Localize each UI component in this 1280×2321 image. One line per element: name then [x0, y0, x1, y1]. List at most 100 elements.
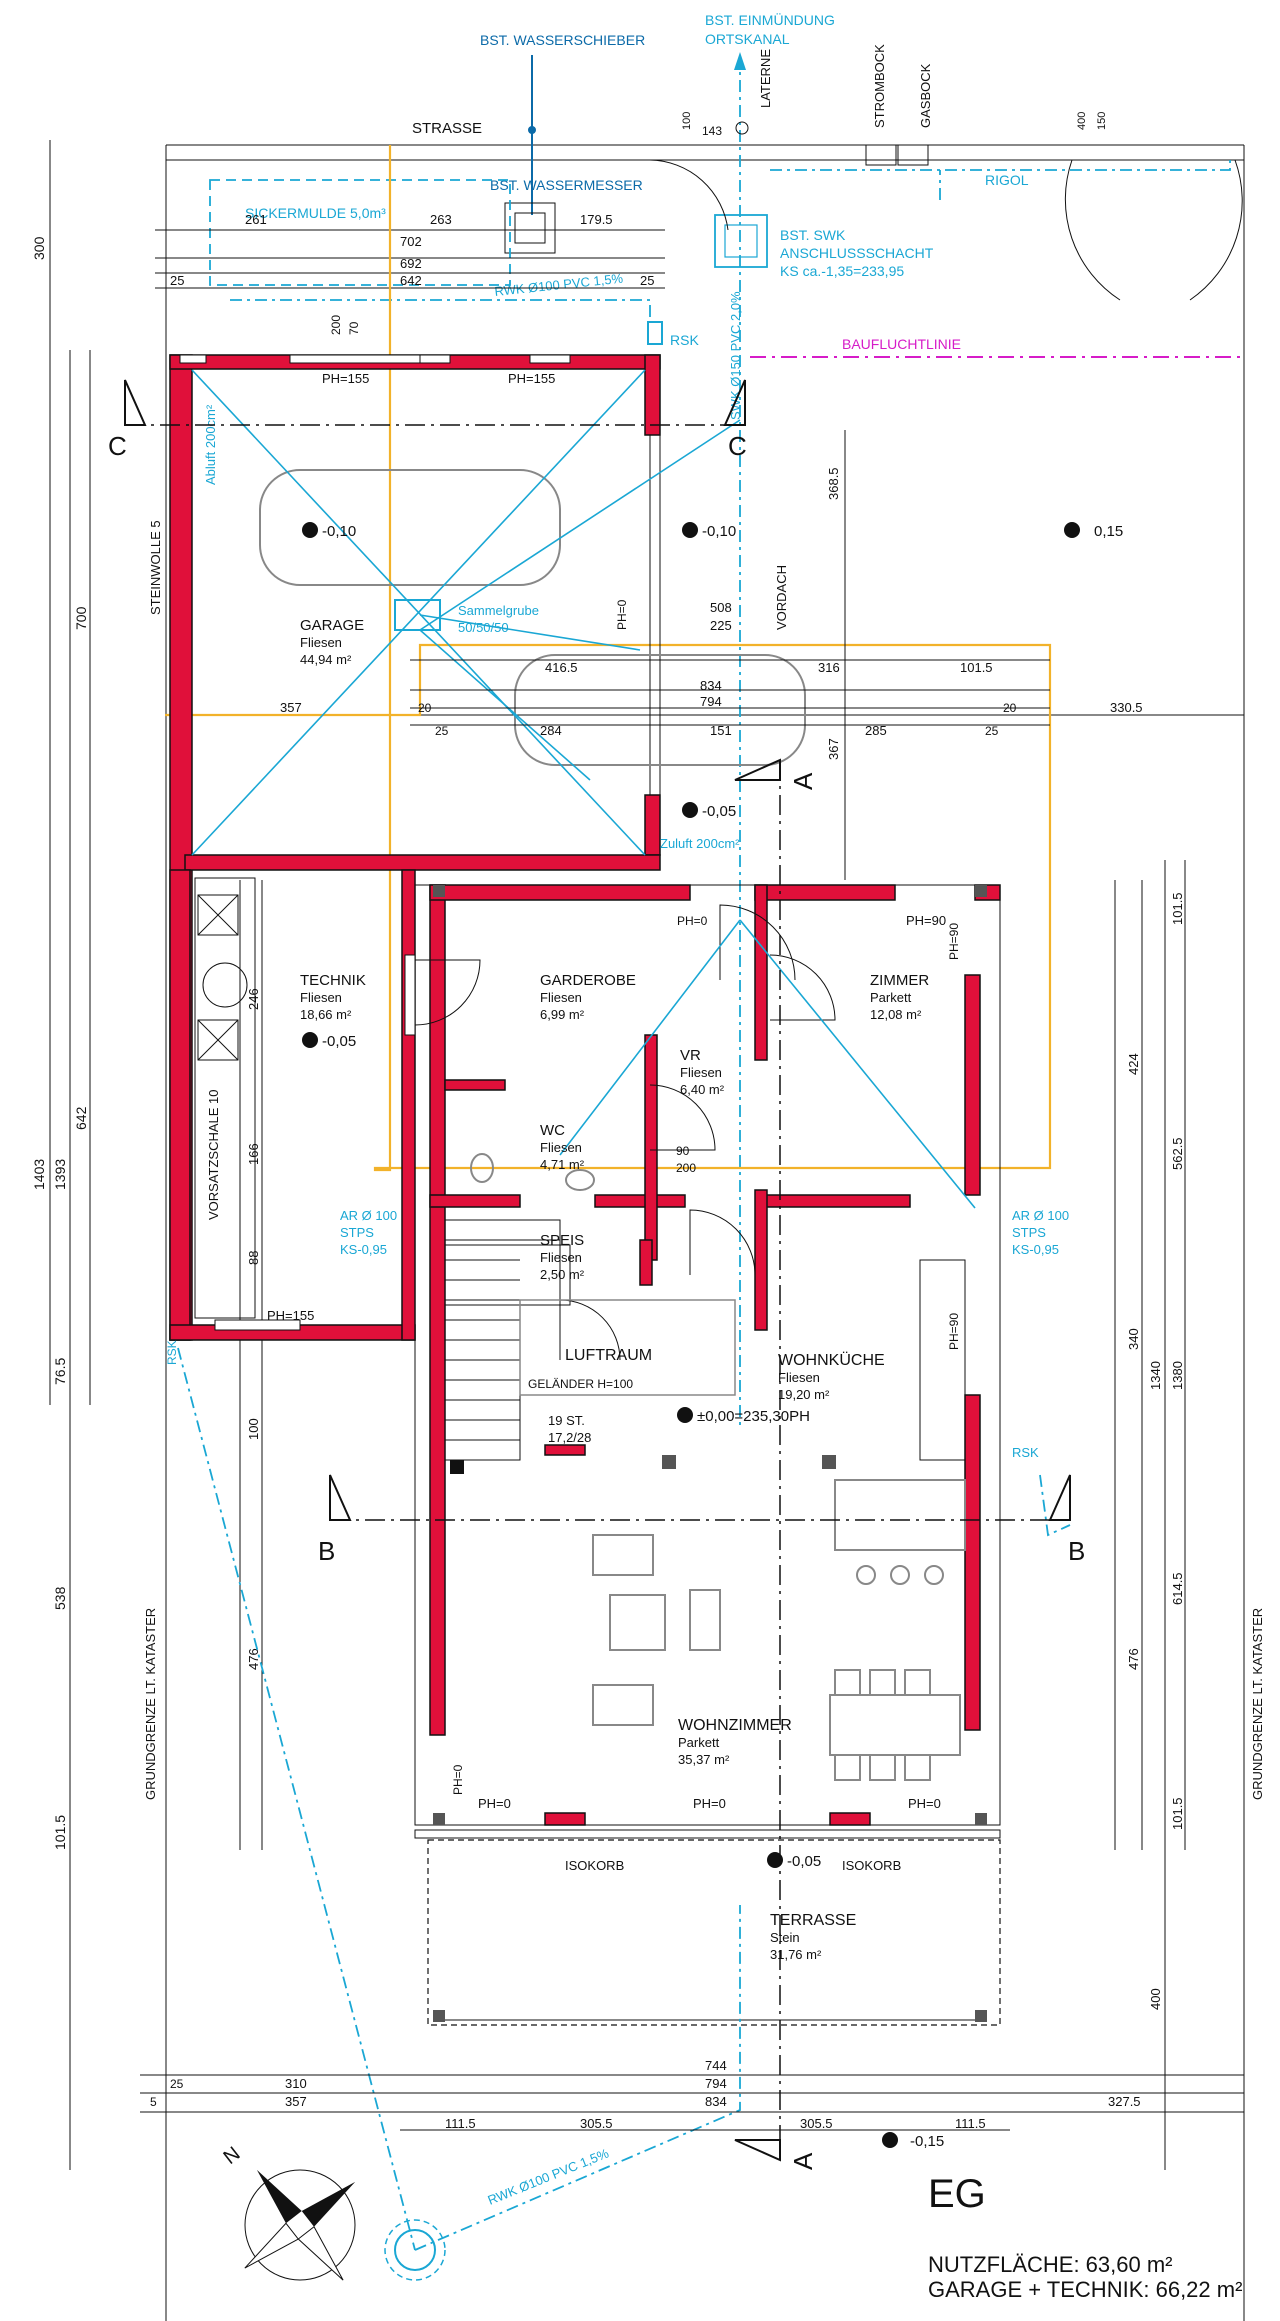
dim-794: 794: [705, 2076, 727, 2091]
room-garage-name: GARAGE: [300, 617, 364, 634]
dim-261: 261: [245, 212, 267, 227]
sammelgrube-note-1: Sammelgrube: [458, 603, 539, 618]
level-vordach: -0,10: [702, 523, 736, 540]
dim-357: 357: [285, 2094, 307, 2109]
section-a-top: A: [788, 772, 818, 790]
room-garderobe-floor: Fliesen: [540, 990, 582, 1005]
north-label: N: [220, 2143, 245, 2169]
section-c-right: C: [728, 431, 747, 461]
dim-310: 310: [285, 2076, 307, 2091]
dim-20b: 20: [1003, 701, 1017, 715]
dim-400: 400: [1148, 1988, 1163, 2010]
ph-90-b: PH=90: [947, 923, 961, 960]
dim-1403: 1403: [31, 1159, 47, 1190]
ph-155-1: PH=155: [322, 371, 369, 386]
roof-outline: [165, 145, 1052, 1172]
einmuendung-label-2: ORTSKANAL: [705, 31, 790, 47]
dim-25a: 25: [435, 724, 449, 738]
dim-476: 476: [246, 1648, 261, 1670]
level-right-lawn: 0,15: [1094, 523, 1123, 540]
dim-327-5: 327.5: [1108, 2094, 1141, 2109]
technik-walls: [169, 869, 416, 1341]
level-bottom: -0,15: [910, 2133, 944, 2150]
dim-101-5b: 101.5: [1170, 1797, 1185, 1830]
abluft-note: Abluft 200cm²: [203, 404, 218, 485]
room-speis-name: SPEIS: [540, 1232, 584, 1249]
isokorb-2: ISOKORB: [842, 1858, 901, 1873]
level-technik: -0,05: [322, 1033, 356, 1050]
ar-left-1: AR Ø 100: [340, 1208, 397, 1223]
dim-834: 834: [700, 678, 722, 693]
dim-101-5: 101.5: [960, 660, 993, 675]
annotations: Abluft 200cm² Zuluft 200cm² Sammelgrube …: [148, 371, 1069, 2208]
dim-151: 151: [710, 723, 732, 738]
dim-508: 508: [710, 600, 732, 615]
dim-400: 400: [1076, 112, 1088, 130]
dim-179-5: 179.5: [580, 212, 613, 227]
strombock-label: STROMBOCK: [872, 44, 887, 128]
terrace: [427, 1839, 1001, 2026]
room-vr-area: 6,40 m²: [680, 1082, 725, 1097]
bottom-dimensions: 744 794 834 310 357 327.5 111.5 305.5 30…: [140, 2058, 1244, 2131]
ar-right-2: STPS: [1012, 1225, 1046, 1240]
dim-111-5b: 111.5: [955, 2116, 986, 2131]
room-wohnkueche-area: 19,20 m²: [778, 1387, 830, 1402]
section-a-bottom: A: [788, 2152, 818, 2170]
section-c-left: C: [108, 431, 127, 461]
dim-25: 25: [170, 2077, 184, 2091]
dim-744: 744: [705, 2058, 727, 2073]
room-garage-area: 44,94 m²: [300, 652, 352, 667]
rwk-bottom-label: RWK Ø100 PVC 1,5%: [486, 2145, 612, 2207]
dim-300: 300: [31, 236, 47, 260]
vorsatzschale-note: VORSATZSCHALE 10: [206, 1089, 221, 1220]
dim-1380: 1380: [1170, 1361, 1185, 1390]
ph-0-a: PH=0: [478, 1796, 511, 1811]
dim-225: 225: [710, 618, 732, 633]
ar-left-3: KS-0,95: [340, 1242, 387, 1257]
ph-90-a: PH=90: [906, 913, 946, 928]
left-dimensions: 300 700 1403 1393 642 76.5 538 101.5 246…: [31, 140, 263, 2170]
swk-label-3: KS ca.-1,35=233,95: [780, 263, 904, 279]
room-wohnzimmer-area: 35,37 m²: [678, 1752, 730, 1767]
room-wohnkueche-floor: Fliesen: [778, 1370, 820, 1385]
dim-285: 285: [865, 723, 887, 738]
sammelgrube-note-2: 50/50/50: [458, 620, 509, 635]
level-ffb: ±0,00=235,30PH: [697, 1408, 810, 1425]
einmuendung-label-1: BST. EINMÜNDUNG: [705, 11, 835, 28]
ph-0-c: PH=0: [908, 1796, 941, 1811]
house-walls: [414, 884, 1001, 1839]
room-garderobe-area: 6,99 m²: [540, 1007, 585, 1022]
dim-5: 5: [150, 2095, 157, 2109]
room-zimmer-name: ZIMMER: [870, 972, 929, 989]
dim-702: 702: [400, 234, 422, 249]
ph-155-3: PH=155: [267, 1308, 314, 1323]
room-wohnzimmer-floor: Parkett: [678, 1735, 720, 1750]
level-terrasse: -0,05: [787, 1853, 821, 1870]
rwk-top-label: RWK Ø100 PVC 1,5%: [494, 271, 624, 299]
room-garderobe-name: GARDEROBE: [540, 972, 636, 989]
ar-left-2: STPS: [340, 1225, 374, 1240]
dim-20a: 20: [418, 701, 432, 715]
north-arrow-icon: N: [220, 2143, 356, 2281]
room-terrasse-area: 31,76 m²: [770, 1947, 822, 1962]
wasserschieber-label: BST. WASSERSCHIEBER: [480, 32, 645, 48]
dim-700: 700: [73, 606, 89, 630]
dim-305-5b: 305.5: [800, 2116, 833, 2131]
section-b-left: B: [318, 1536, 335, 1566]
swk-label-1: BST. SWK: [780, 227, 846, 243]
dim-562-5: 562.5: [1170, 1137, 1185, 1170]
dim-166: 166: [246, 1143, 261, 1165]
dim-101-5: 101.5: [52, 1815, 68, 1850]
dim-100: 100: [681, 112, 693, 130]
dim-424: 424: [1126, 1053, 1141, 1075]
door-90: 90: [676, 1144, 690, 1158]
steinwolle-note: STEINWOLLE 5: [148, 520, 163, 615]
footer: EG NUTZFLÄCHE: 63,60 m² GARAGE + TECHNIK…: [928, 2172, 1242, 2302]
room-terrasse-floor: Stein: [770, 1930, 800, 1945]
room-vr-floor: Fliesen: [680, 1065, 722, 1080]
dim-25a: 25: [170, 273, 184, 288]
level-garage: -0,10: [322, 523, 356, 540]
room-labels: GARAGE Fliesen 44,94 m² TECHNIK Fliesen …: [300, 617, 929, 1962]
room-wc-area: 4,71 m²: [540, 1157, 585, 1172]
